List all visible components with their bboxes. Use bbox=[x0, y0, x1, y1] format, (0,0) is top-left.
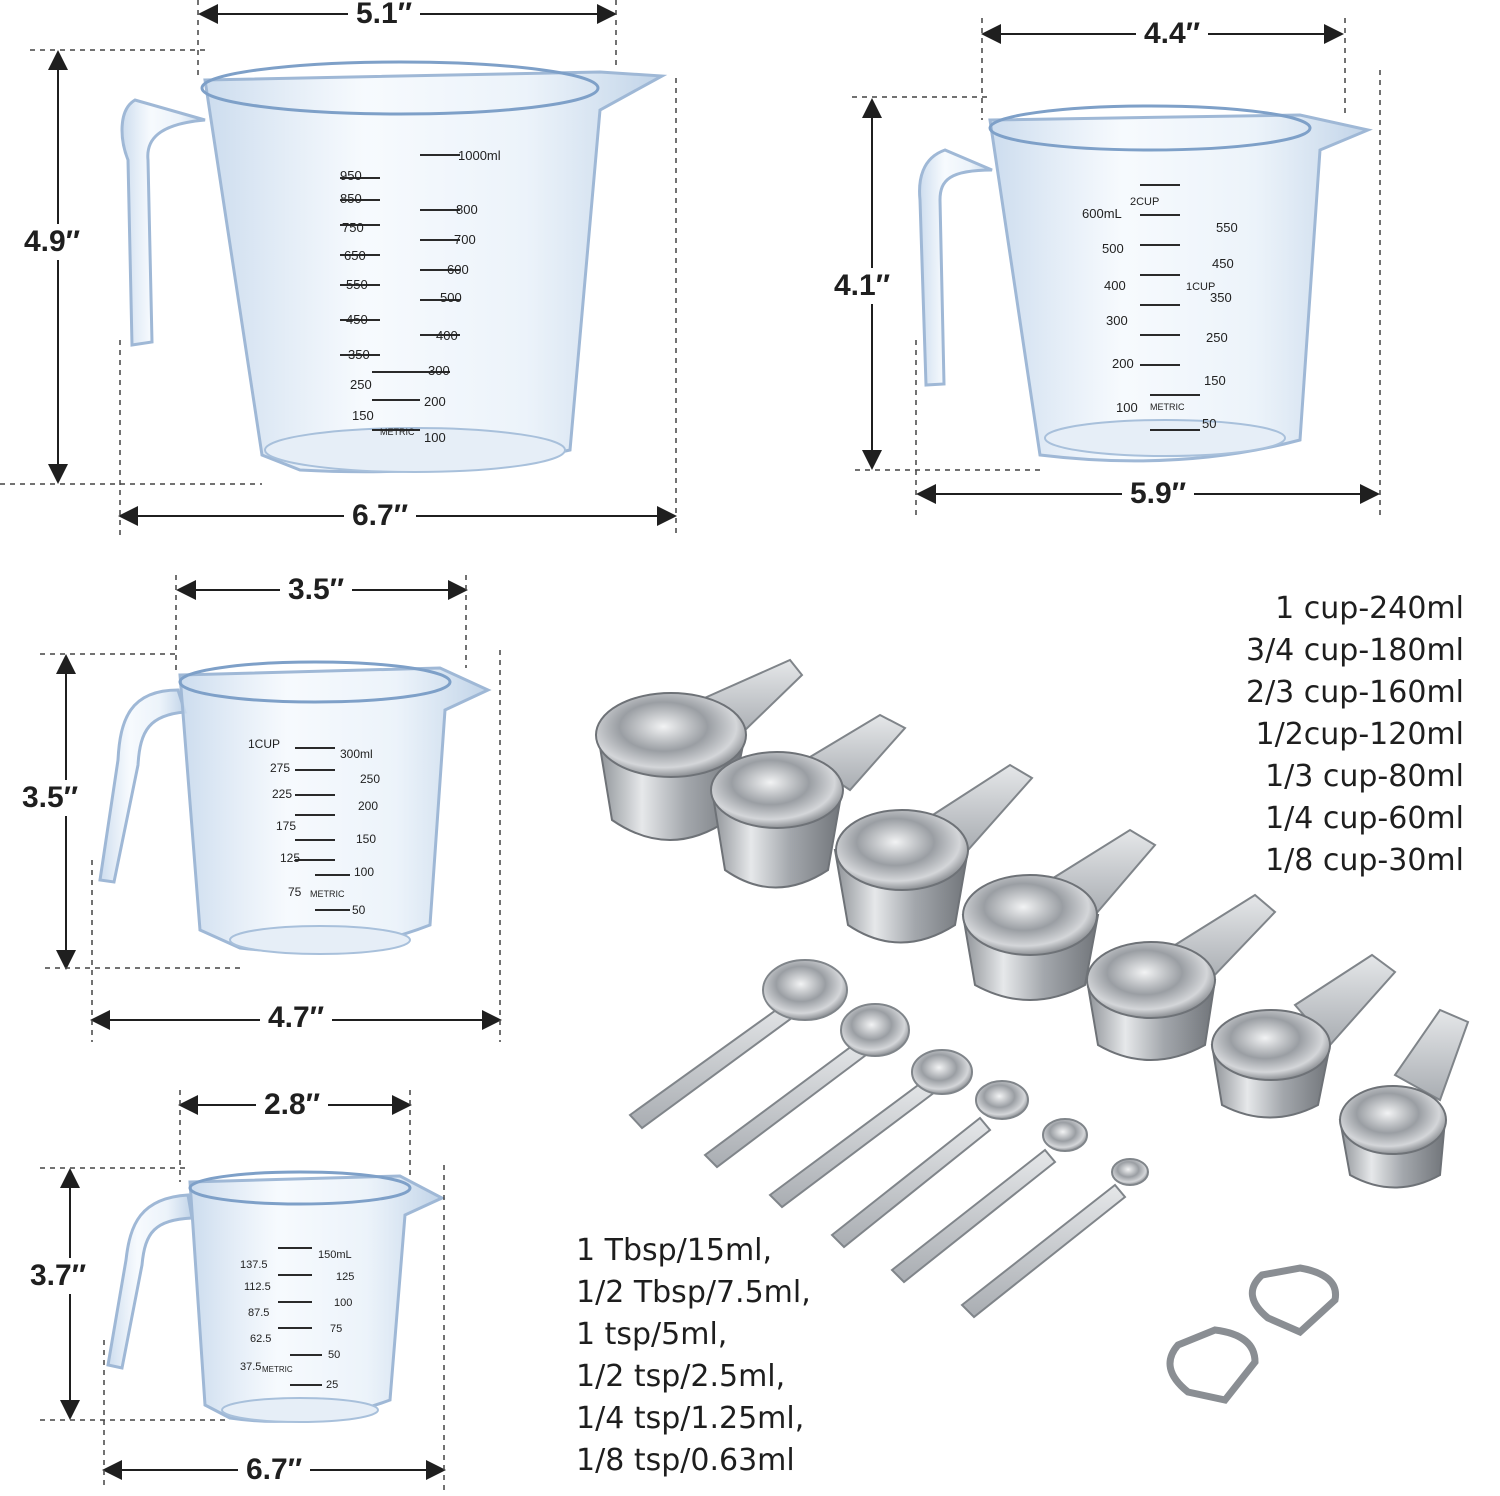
spoon-capacity-6: 1/8 tsp/0.63ml bbox=[576, 1443, 795, 1478]
spoon-capacity-5: 1/4 tsp/1.25ml, bbox=[576, 1401, 805, 1436]
mark-150ml: 150mL bbox=[318, 1249, 352, 1261]
spoon-capacity-1: 1 Tbsp/15ml, bbox=[576, 1233, 773, 1268]
cup-capacity-4: 1/2cup-120ml bbox=[1255, 717, 1464, 752]
mark-1cup: 1CUP bbox=[248, 737, 280, 751]
spoon-capacity-2: 1/2 Tbsp/7.5ml, bbox=[576, 1275, 811, 1310]
mark-150: 150 bbox=[352, 408, 374, 423]
mark-350: 350 bbox=[348, 347, 370, 362]
mark-metric: METRIC bbox=[380, 427, 415, 437]
mark-275: 275 bbox=[270, 761, 290, 775]
mark-250: 250 bbox=[350, 377, 372, 392]
mark-750: 750 bbox=[342, 220, 364, 235]
cup-capacity-5: 1/3 cup-80ml bbox=[1265, 759, 1464, 794]
cup-capacity-7: 1/8 cup-30ml bbox=[1265, 843, 1464, 878]
mark-62-5: 62.5 bbox=[250, 1333, 271, 1345]
mark-400: 400 bbox=[1104, 278, 1126, 293]
mark-125: 125 bbox=[280, 851, 300, 865]
mark-25: 25 bbox=[326, 1379, 338, 1391]
spoon-capacity-3: 1 tsp/5ml, bbox=[576, 1317, 728, 1352]
jug-medium-height: 4.1″ bbox=[826, 268, 899, 304]
mark-50: 50 bbox=[328, 1349, 340, 1361]
mark-metric: METRIC bbox=[1150, 402, 1185, 412]
mark-75: 75 bbox=[330, 1323, 342, 1335]
jug-large-top-width: 5.1″ bbox=[348, 0, 421, 32]
jug-large-base-width: 6.7″ bbox=[344, 498, 417, 534]
mark-125: 125 bbox=[336, 1271, 354, 1283]
jug-mini-top-width: 2.8″ bbox=[256, 1087, 329, 1123]
mark-175: 175 bbox=[276, 819, 296, 833]
mark-300ml: 300ml bbox=[340, 747, 373, 761]
mark-100: 100 bbox=[1116, 400, 1138, 415]
mark-75: 75 bbox=[288, 885, 302, 899]
mark-50: 50 bbox=[1202, 416, 1216, 431]
mark-200: 200 bbox=[358, 799, 378, 813]
measuring-cups-graphic bbox=[595, 658, 1470, 1189]
mark-800: 800 bbox=[456, 202, 478, 217]
jug-large-graphic: 950 850 750 650 550 450 350 250 150 1000… bbox=[120, 60, 668, 474]
mark-450: 450 bbox=[346, 312, 368, 327]
mark-200: 200 bbox=[1112, 356, 1134, 371]
mark-112-5: 112.5 bbox=[244, 1281, 271, 1293]
mark-100: 100 bbox=[424, 430, 446, 445]
mark-150: 150 bbox=[356, 832, 376, 846]
mark-250: 250 bbox=[360, 772, 380, 786]
mark-137-5: 137.5 bbox=[240, 1259, 268, 1271]
mark-1cup: 1CUP bbox=[1186, 281, 1215, 293]
dimension-guides bbox=[0, 0, 1381, 1490]
mark-500: 500 bbox=[440, 290, 462, 305]
mark-1000ml: 1000ml bbox=[458, 148, 501, 163]
ring-clips bbox=[1166, 1264, 1340, 1404]
mark-700: 700 bbox=[454, 232, 476, 247]
mark-400: 400 bbox=[436, 328, 458, 343]
mark-450: 450 bbox=[1212, 256, 1234, 271]
mark-500: 500 bbox=[1102, 241, 1124, 256]
jug-small-top-width: 3.5″ bbox=[280, 572, 353, 608]
mark-metric: METRIC bbox=[310, 889, 345, 899]
jug-medium-top-width: 4.4″ bbox=[1136, 16, 1209, 52]
jug-mini-graphic: 137.5 112.5 87.5 62.5 37.5 150mL 125 100… bbox=[106, 1170, 446, 1423]
measuring-spoons-graphic bbox=[628, 959, 1149, 1319]
mark-850: 850 bbox=[340, 191, 362, 206]
cup-capacity-1: 1 cup-240ml bbox=[1275, 591, 1464, 626]
measuring-spoons-capacity-list: 1 Tbsp/15ml, 1/2 Tbsp/7.5ml, 1 tsp/5ml, … bbox=[576, 1230, 811, 1482]
mark-250: 250 bbox=[1206, 330, 1228, 345]
measuring-cups-capacity-list: 1 cup-240ml 3/4 cup-180ml 2/3 cup-160ml … bbox=[1246, 588, 1464, 882]
mark-550: 550 bbox=[1216, 220, 1238, 235]
mark-600: 600 bbox=[447, 262, 469, 277]
jug-large-height: 4.9″ bbox=[16, 224, 89, 260]
mark-200: 200 bbox=[424, 394, 446, 409]
mark-550: 550 bbox=[346, 277, 368, 292]
jug-small-graphic: 1CUP 275 225 175 125 75 300ml 250 200 15… bbox=[98, 660, 492, 955]
mark-600ml: 600mL bbox=[1082, 206, 1122, 221]
cup-capacity-3: 2/3 cup-160ml bbox=[1245, 675, 1464, 710]
cup-capacity-6: 1/4 cup-60ml bbox=[1265, 801, 1464, 836]
jug-mini-base-width: 6.7″ bbox=[238, 1452, 311, 1488]
mark-2cup: 2CUP bbox=[1130, 196, 1159, 208]
jug-mini-height: 3.7″ bbox=[22, 1258, 95, 1294]
mark-50: 50 bbox=[352, 903, 366, 917]
spoon-capacity-4: 1/2 tsp/2.5ml, bbox=[576, 1359, 786, 1394]
mark-150: 150 bbox=[1204, 373, 1226, 388]
mark-950: 950 bbox=[340, 168, 362, 183]
mark-100: 100 bbox=[354, 865, 374, 879]
mark-225: 225 bbox=[272, 787, 292, 801]
jug-medium-graphic: 600mL 500 400 300 200 100 550 450 350 25… bbox=[918, 104, 1373, 463]
mark-350: 350 bbox=[1210, 290, 1232, 305]
mark-metric: METRIC bbox=[262, 1365, 293, 1374]
mark-37-5: 37.5 bbox=[240, 1361, 261, 1373]
jug-medium-base-width: 5.9″ bbox=[1122, 476, 1195, 512]
mark-300: 300 bbox=[1106, 313, 1128, 328]
jug-small-height: 3.5″ bbox=[14, 780, 87, 816]
mark-100: 100 bbox=[334, 1297, 352, 1309]
mark-300: 300 bbox=[428, 363, 450, 378]
mark-87-5: 87.5 bbox=[248, 1307, 269, 1319]
mark-650: 650 bbox=[344, 248, 366, 263]
cup-capacity-2: 3/4 cup-180ml bbox=[1245, 633, 1464, 668]
jug-small-base-width: 4.7″ bbox=[260, 1000, 333, 1036]
